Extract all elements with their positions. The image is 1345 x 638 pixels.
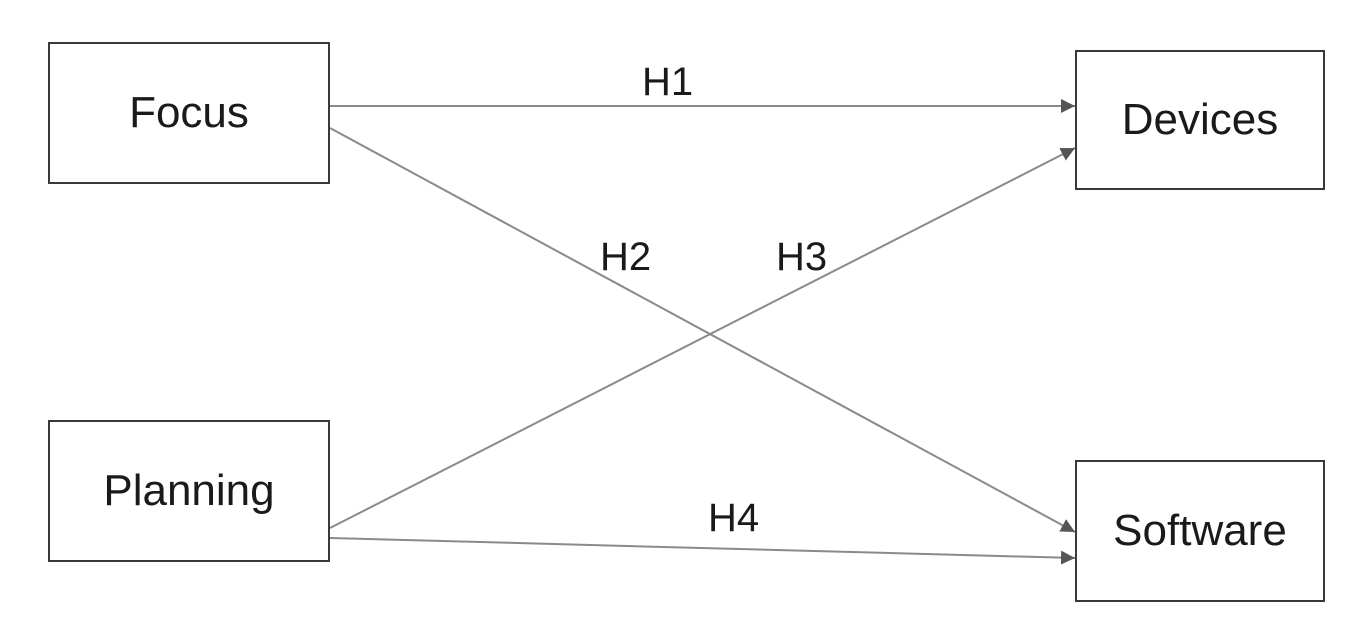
edge-h2-label: H2	[600, 235, 652, 279]
node-planning-label: Planning	[103, 466, 275, 515]
edge-h2-line	[329, 127, 1076, 533]
node-software-label: Software	[1113, 506, 1287, 555]
edge-h4-label: H4	[708, 496, 760, 540]
edge-h3-line	[329, 147, 1076, 529]
node-devices: Devices	[1075, 50, 1325, 190]
node-planning: Planning	[48, 420, 330, 562]
edge-h4-line	[329, 537, 1076, 565]
node-focus: Focus	[48, 42, 330, 184]
node-software: Software	[1075, 460, 1325, 602]
node-focus-label: Focus	[129, 88, 249, 137]
edge-h3-label: H3	[776, 235, 828, 279]
edge-h1-label: H1	[642, 60, 694, 104]
node-devices-label: Devices	[1121, 95, 1279, 144]
